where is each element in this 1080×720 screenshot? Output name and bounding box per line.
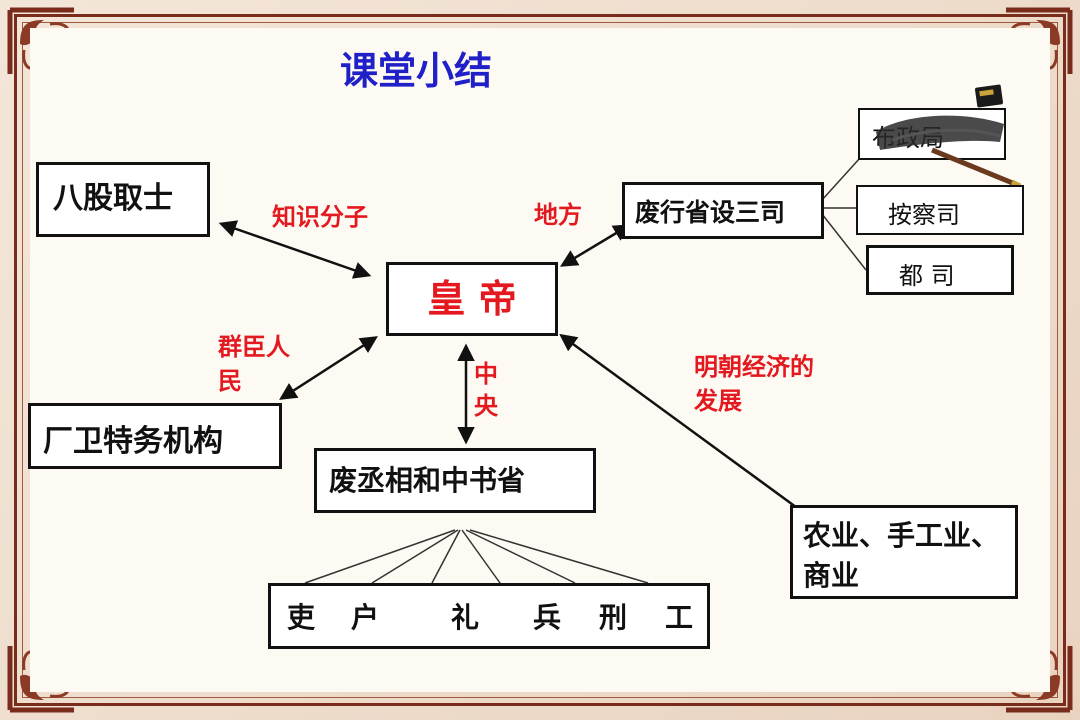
ministry-xing: 刑 <box>599 601 628 634</box>
ministry-gong: 工 <box>665 601 694 634</box>
six-ministries-box: 吏 户 礼 兵 刑 工 <box>268 583 710 649</box>
economy-line-2: 商业 <box>803 559 860 592</box>
label-officials-people: 群臣人 民 <box>218 333 290 395</box>
ancha-label: 按察司 <box>888 201 960 229</box>
bagu-box: 八股取士 <box>36 162 210 237</box>
arrow-emperor-bagu <box>218 220 372 279</box>
economy-box: 农业、手工业、 商业 <box>790 505 1018 599</box>
ministry-li: 吏 <box>287 601 316 634</box>
dusi-box: 都 司 <box>866 245 1014 295</box>
label-intellectuals: 知识分子 <box>272 203 368 231</box>
ancha-box: 按察司 <box>856 185 1024 235</box>
arrow-economy-emperor <box>559 333 801 512</box>
emperor-label: 皇 帝 <box>427 277 517 321</box>
fei-xingsheng-label: 废行省设三司 <box>635 198 786 227</box>
arrow-emperor-changwei <box>279 336 378 400</box>
ministry-li-rites: 礼 <box>451 601 480 634</box>
economy-line-1: 农业、手工业、 <box>803 519 1000 552</box>
label-local: 地方 <box>534 201 582 229</box>
fei-chengxiang-box: 废丞相和中书省 <box>314 448 596 513</box>
page-title: 课堂小结 <box>340 49 493 93</box>
arrow-emperor-local <box>559 224 632 267</box>
fei-chengxiang-label: 废丞相和中书省 <box>329 464 526 497</box>
label-central: 中 央 <box>474 360 498 420</box>
changwei-box: 厂卫特务机构 <box>28 403 282 469</box>
frame-border-inner <box>22 22 1058 698</box>
emperor-box: 皇 帝 <box>386 262 558 336</box>
ministry-hu: 户 <box>351 601 380 634</box>
dusi-label: 都 司 <box>899 262 955 290</box>
frame-border <box>14 14 1066 706</box>
changwei-label: 厂卫特务机构 <box>43 424 223 459</box>
label-ming-economy: 明朝经济的 发展 <box>694 353 814 415</box>
bagu-label: 八股取士 <box>53 181 173 216</box>
brush-ink-icon <box>876 84 1022 189</box>
ministry-bing: 兵 <box>533 601 562 634</box>
fei-xingsheng-box: 废行省设三司 <box>622 182 824 239</box>
